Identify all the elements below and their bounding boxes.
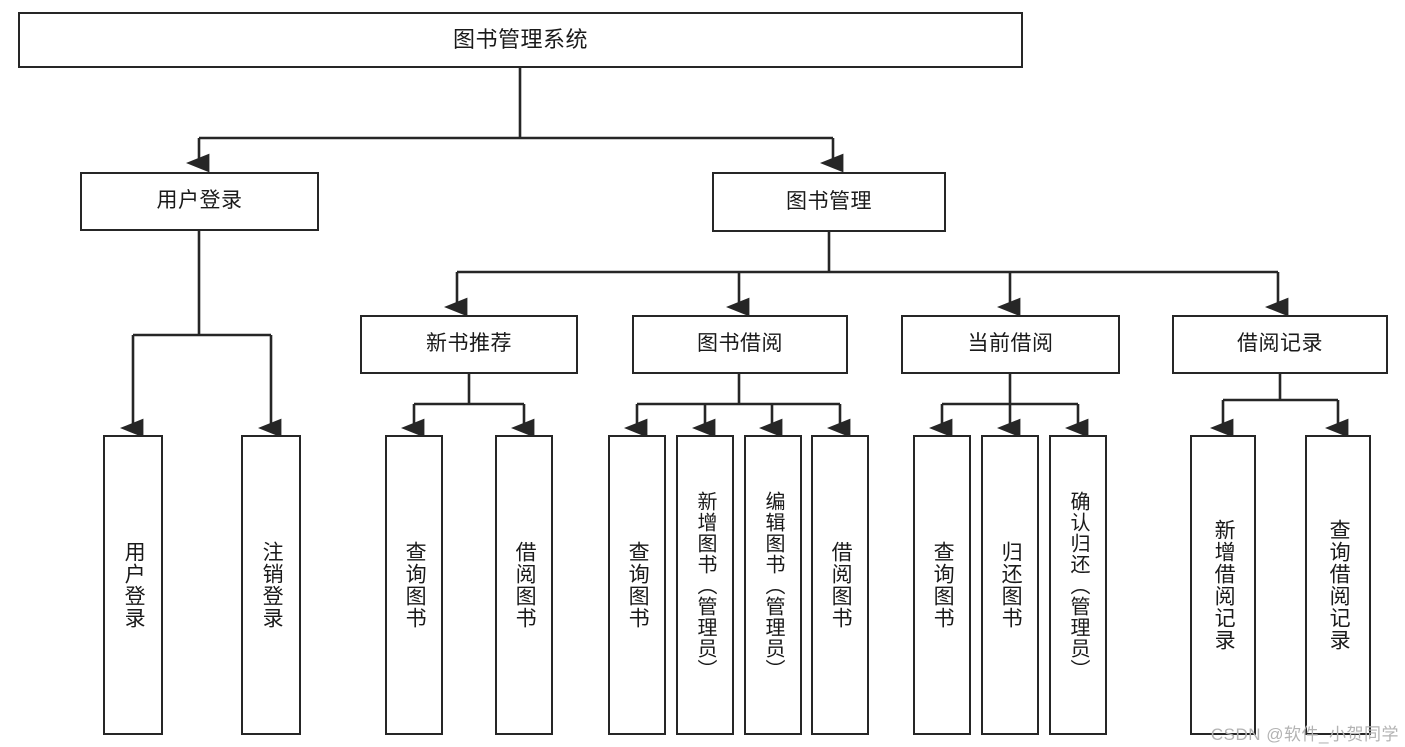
node-label: 用户登录 <box>122 541 146 629</box>
leaf-add-borrow-record[interactable]: 新增借阅记录 <box>1190 435 1256 735</box>
leaf-borrow-book[interactable]: 借阅图书 <box>811 435 869 735</box>
node-label: 借阅图书 <box>513 541 537 629</box>
node-label: 确认归还（管理员） <box>1067 490 1089 680</box>
node-user-login[interactable]: 用户登录 <box>80 172 319 231</box>
node-label: 图书管理 <box>786 189 872 213</box>
node-label: 新增借阅记录 <box>1212 519 1236 651</box>
node-label: 借阅图书 <box>829 541 853 629</box>
leaf-query-borrow-record[interactable]: 查询借阅记录 <box>1305 435 1371 735</box>
node-label: 用户登录 <box>156 189 243 213</box>
node-label: 图书管理系统 <box>452 27 588 53</box>
node-label: 新增图书（管理员） <box>694 490 716 680</box>
node-book-management[interactable]: 图书管理 <box>712 172 946 232</box>
leaf-add-book-admin[interactable]: 新增图书（管理员） <box>676 435 734 735</box>
leaf-query-book-current[interactable]: 查询图书 <box>913 435 971 735</box>
leaf-borrow-book-recommend[interactable]: 借阅图书 <box>495 435 553 735</box>
node-label: 查询图书 <box>403 541 427 629</box>
node-root-system[interactable]: 图书管理系统 <box>18 12 1023 68</box>
node-label: 图书借阅 <box>697 332 783 356</box>
csdn-watermark: CSDN @软件_小贺同学 <box>1210 725 1399 744</box>
node-borrow-record[interactable]: 借阅记录 <box>1172 315 1388 374</box>
leaf-query-book-recommend[interactable]: 查询图书 <box>385 435 443 735</box>
leaf-confirm-return-admin[interactable]: 确认归还（管理员） <box>1049 435 1107 735</box>
node-label: 当前借阅 <box>967 332 1054 356</box>
leaf-return-book[interactable]: 归还图书 <box>981 435 1039 735</box>
node-label: 注销登录 <box>260 541 284 629</box>
leaf-user-login[interactable]: 用户登录 <box>103 435 163 735</box>
node-book-borrow[interactable]: 图书借阅 <box>632 315 848 374</box>
leaf-edit-book-admin[interactable]: 编辑图书（管理员） <box>744 435 802 735</box>
node-label: 归还图书 <box>999 541 1023 629</box>
node-label: 编辑图书（管理员） <box>762 490 784 680</box>
node-label: 查询图书 <box>931 541 955 629</box>
node-new-book-recommend[interactable]: 新书推荐 <box>360 315 578 374</box>
leaf-logout[interactable]: 注销登录 <box>241 435 301 735</box>
node-current-borrow[interactable]: 当前借阅 <box>901 315 1120 374</box>
leaf-query-book-borrow[interactable]: 查询图书 <box>608 435 666 735</box>
node-label: 查询借阅记录 <box>1327 519 1351 651</box>
node-label: 借阅记录 <box>1237 332 1323 356</box>
node-label: 新书推荐 <box>426 332 512 356</box>
node-label: 查询图书 <box>626 541 650 629</box>
